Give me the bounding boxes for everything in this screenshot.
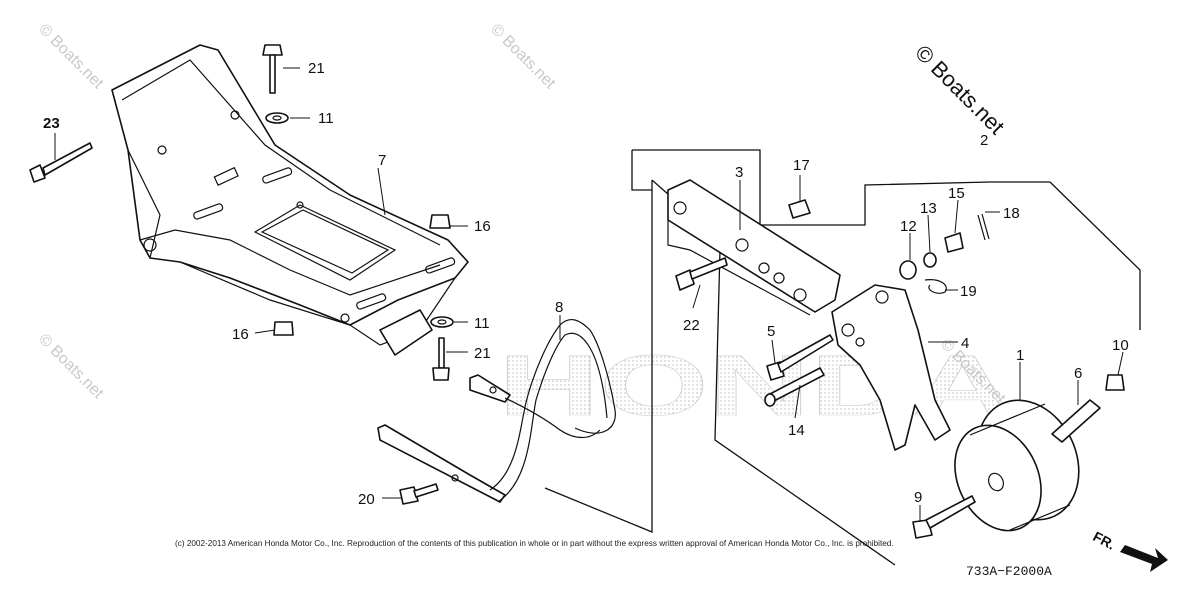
part-1-wheel <box>954 399 1080 532</box>
leader-lines <box>54 67 1124 522</box>
callout-12: 12 <box>900 218 917 235</box>
callout-20: 20 <box>358 491 375 508</box>
callout-9: 9 <box>914 489 922 506</box>
callout-3: 3 <box>735 164 743 181</box>
callout-11-lower: 11 <box>474 315 490 332</box>
callout-23: 23 <box>43 115 60 132</box>
callout-16-right: 16 <box>474 218 491 235</box>
callout-16-left: 16 <box>232 326 249 343</box>
callout-1: 1 <box>1016 347 1024 364</box>
part-3-axle-bracket <box>667 179 841 316</box>
part-4-wheel-arm <box>831 284 951 451</box>
callout-15: 15 <box>948 185 965 202</box>
callout-14: 14 <box>788 422 805 439</box>
fasteners <box>29 44 1125 539</box>
callout-8: 8 <box>555 299 563 316</box>
callout-11-top: 11 <box>318 110 334 127</box>
callout-labels: 21 11 23 7 16 16 11 21 8 20 3 17 22 5 14… <box>43 60 1129 508</box>
callout-5: 5 <box>767 323 775 340</box>
callout-2: 2 <box>980 132 988 149</box>
faint-watermark: © Boats.net <box>487 21 559 93</box>
copyright-notice: (c) 2002-2013 American Honda Motor Co., … <box>175 539 894 548</box>
callout-10: 10 <box>1112 337 1129 354</box>
part-8-guard-bar <box>377 318 616 503</box>
callout-22: 22 <box>683 317 700 334</box>
faint-watermark: © Boats.net <box>35 331 107 403</box>
callout-17: 17 <box>793 157 810 174</box>
callout-18: 18 <box>1003 205 1020 222</box>
callout-21-lower: 21 <box>474 345 491 362</box>
callout-6: 6 <box>1074 365 1082 382</box>
callout-13: 13 <box>920 200 937 217</box>
front-arrow-icon <box>1120 545 1168 572</box>
callout-4: 4 <box>961 335 969 352</box>
callout-21-top: 21 <box>308 60 325 77</box>
faint-watermark: © Boats.net <box>35 21 107 93</box>
part-7-bracket <box>111 44 469 356</box>
callout-19: 19 <box>960 283 977 300</box>
diagram-code: 733A−F2000A <box>966 564 1052 579</box>
callout-7: 7 <box>378 152 386 169</box>
